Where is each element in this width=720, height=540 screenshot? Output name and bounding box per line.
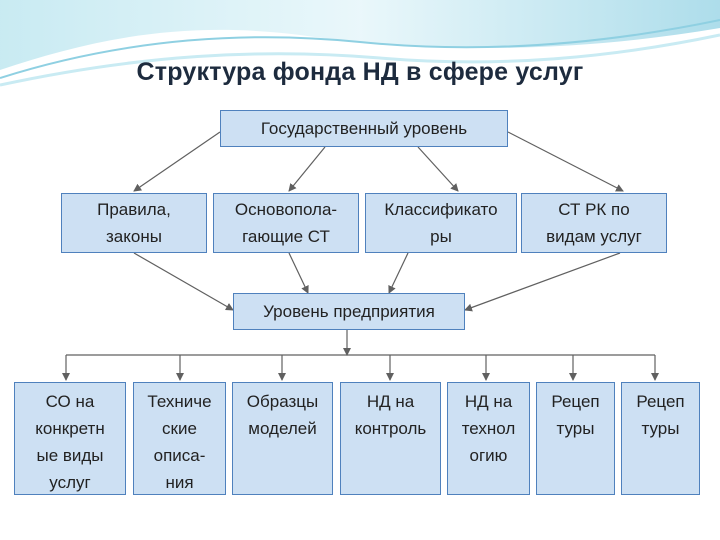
node-st-rk-services: СТ РК по видам услуг [521, 193, 667, 253]
page-title: Структура фонда НД в сфере услуг [136, 58, 584, 86]
arrow-top-to-classifiers [417, 146, 459, 192]
arrow-classifiers-to-enterprise [388, 252, 409, 294]
node-nd-control: НД на контроль [340, 382, 441, 495]
node-fundamental-standards: Основопола- гающие СТ [213, 193, 359, 253]
node-nd-technology: НД на технол огию [447, 382, 530, 495]
node-enterprise-level: Уровень предприятия [233, 293, 465, 330]
arrow-rules-to-enterprise [133, 252, 234, 311]
node-recipes-2: Рецеп туры [621, 382, 700, 495]
header-wave-decoration [0, 0, 720, 87]
node-model-samples: Образцы моделей [232, 382, 333, 495]
node-technical-descriptions: Техниче ские описа- ния [133, 382, 226, 495]
node-state-level: Государственный уровень [220, 110, 508, 147]
arrow-top-to-st-rk [507, 131, 624, 192]
node-recipes-1: Рецеп туры [536, 382, 615, 495]
node-classifiers: Классификато ры [365, 193, 517, 253]
node-so-specific-services: СО на конкретн ые виды услуг [14, 382, 126, 495]
arrow-st-rk-to-enterprise [464, 252, 621, 312]
arrow-top-to-fundamental [288, 146, 326, 192]
node-rules-laws: Правила, законы [61, 193, 207, 253]
arrow-fundamental-to-enterprise [288, 252, 309, 294]
arrow-top-to-rules [133, 131, 221, 192]
